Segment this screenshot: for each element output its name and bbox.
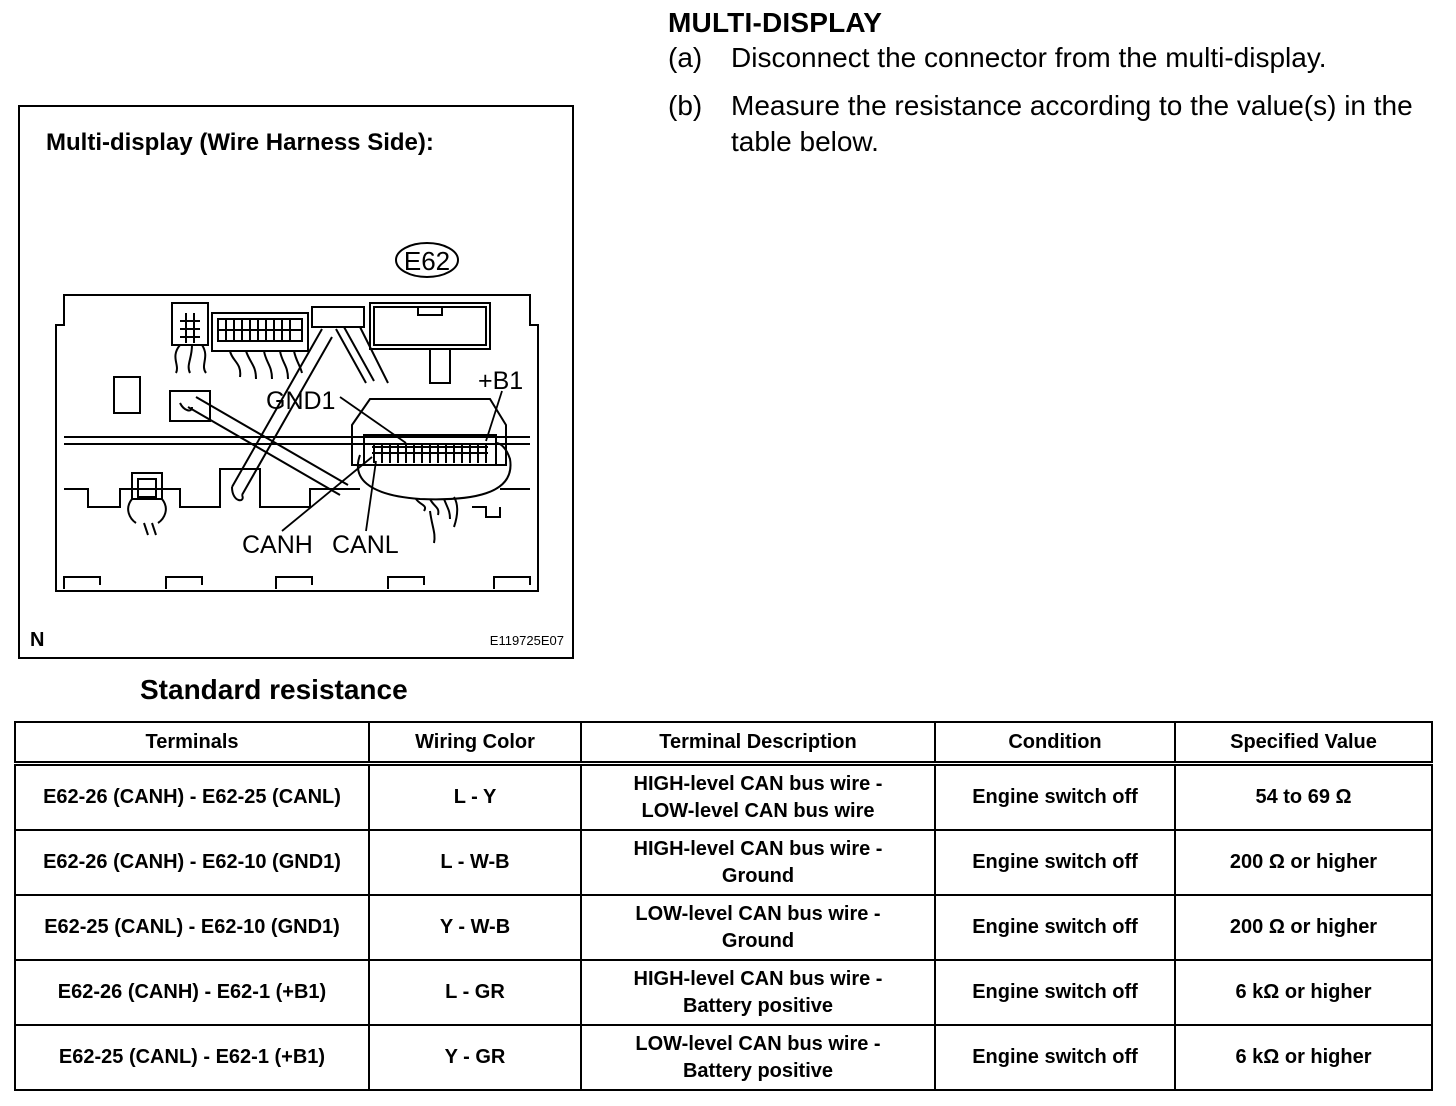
desc-line-1: HIGH-level CAN bus wire - [633, 837, 883, 860]
connector-figure: E62 +B1 GND1 CANH CANL Multi-display (Wi… [18, 105, 574, 659]
instructions: MULTI-DISPLAY (a) Disconnect the connect… [668, 6, 1448, 172]
table-row: E62-26 (CANH) - E62-10 (GND1) L - W-B HI… [14, 829, 1433, 896]
header-terminals: Terminals [14, 721, 370, 765]
cell-wiring-color: Y - W-B [368, 894, 582, 961]
header-specified-value: Specified Value [1174, 721, 1433, 765]
socket [369, 302, 491, 350]
table-row: E62-25 (CANL) - E62-10 (GND1) Y - W-B LO… [14, 894, 1433, 961]
canl-label: CANL [332, 531, 399, 559]
display-rail [64, 436, 530, 445]
table-row: E62-25 (CANL) - E62-1 (+B1) Y - GR LOW-l… [14, 1024, 1433, 1091]
third-connector [311, 306, 365, 328]
cell-terminal-description: LOW-level CAN bus wire - Ground [580, 894, 936, 961]
cell-terminals: E62-26 (CANH) - E62-25 (CANL) [14, 762, 370, 831]
table-row: E62-26 (CANH) - E62-25 (CANL) L - Y HIGH… [14, 762, 1433, 831]
display-outline [55, 294, 539, 592]
cell-wiring-color: L - Y [368, 762, 582, 831]
cell-wiring-color: L - GR [368, 959, 582, 1026]
gnd1-label: GND1 [266, 387, 335, 415]
desc-line-1: HIGH-level CAN bus wire - [633, 967, 883, 990]
section-title: MULTI-DISPLAY [668, 7, 883, 38]
cell-specified-value: 54 to 69 Ω [1174, 762, 1433, 831]
step-a-text: Disconnect the connector from the multi-… [731, 42, 1327, 73]
e62-terminal-block [363, 434, 497, 466]
cell-condition: Engine switch off [934, 762, 1176, 831]
cell-terminal-description: LOW-level CAN bus wire - Battery positive [580, 1024, 936, 1091]
cell-specified-value: 6 kΩ or higher [1174, 1024, 1433, 1091]
desc-line-1: LOW-level CAN bus wire - [635, 902, 881, 925]
table-caption: Standard resistance [140, 674, 408, 705]
step-a: (a) Disconnect the connector from the mu… [668, 40, 1448, 76]
cell-condition: Engine switch off [934, 829, 1176, 896]
figure-code: E119725E07 [489, 633, 564, 648]
desc-line-2: Ground [721, 929, 795, 952]
desc-line-2: Battery positive [682, 1059, 834, 1082]
b1-leader [485, 390, 503, 442]
step-a-mark: (a) [668, 42, 703, 73]
e62-connector-housing [351, 398, 507, 466]
e62-label-ellipse [395, 242, 459, 278]
cell-terminals: E62-26 (CANH) - E62-10 (GND1) [14, 829, 370, 896]
cell-specified-value: 200 Ω or higher [1174, 829, 1433, 896]
figure-letter: N [30, 629, 45, 651]
desc-line-2: LOW-level CAN bus wire [641, 799, 875, 822]
cell-condition: Engine switch off [934, 1024, 1176, 1091]
cell-specified-value: 6 kΩ or higher [1174, 959, 1433, 1026]
desc-line-1: LOW-level CAN bus wire - [635, 1032, 881, 1055]
cell-wiring-color: L - W-B [368, 829, 582, 896]
cell-terminal-description: HIGH-level CAN bus wire - Battery positiv… [580, 959, 936, 1026]
cell-terminals: E62-26 (CANH) - E62-1 (+B1) [14, 959, 370, 1026]
cell-specified-value: 200 Ω or higher [1174, 894, 1433, 961]
cell-terminals: E62-25 (CANL) - E62-10 (GND1) [14, 894, 370, 961]
step-b: (b) Measure the resistance according to … [668, 88, 1448, 160]
second-connector [211, 312, 309, 352]
table-header-row: Terminals Wiring Color Terminal Descript… [14, 721, 1433, 765]
cell-terminal-description: HIGH-level CAN bus wire - LOW-level CAN b… [580, 762, 936, 831]
table-row: E62-26 (CANH) - E62-1 (+B1) L - GR HIGH-… [14, 959, 1433, 1026]
canh-leader [281, 456, 373, 532]
desc-line-2: Ground [721, 864, 795, 887]
e62-label: E62 [404, 246, 450, 276]
gnd1-leader [339, 396, 407, 444]
connector-diagram: E62 +B1 GND1 CANH CANL [55, 242, 539, 592]
desc-line-1: HIGH-level CAN bus wire - [633, 772, 883, 795]
canh-label: CANH [242, 531, 313, 559]
desc-line-2: Battery positive [682, 994, 834, 1017]
header-condition: Condition [934, 721, 1176, 765]
canl-leader [365, 460, 377, 532]
header-wiring-color: Wiring Color [368, 721, 582, 765]
cell-condition: Engine switch off [934, 894, 1176, 961]
step-b-mark: (b) [668, 90, 703, 121]
e62-wire-bundle [356, 442, 512, 501]
b1-label: +B1 [478, 367, 523, 395]
figure-title: Multi-display (Wire Harness Side): [46, 129, 434, 156]
cell-condition: Engine switch off [934, 959, 1176, 1026]
small-connector [171, 302, 209, 346]
grommet [137, 478, 157, 498]
bottom-clips [63, 576, 531, 589]
display-step-line [64, 468, 530, 508]
header-terminal-description: Terminal Description [580, 721, 936, 765]
step-b-text: Measure the resistance according to the … [731, 90, 1413, 157]
cell-terminal-description: HIGH-level CAN bus wire - Ground [580, 829, 936, 896]
cell-terminals: E62-25 (CANL) - E62-1 (+B1) [14, 1024, 370, 1091]
cell-wiring-color: Y - GR [368, 1024, 582, 1091]
resistance-table: Terminals Wiring Color Terminal Descript… [14, 721, 1433, 1091]
